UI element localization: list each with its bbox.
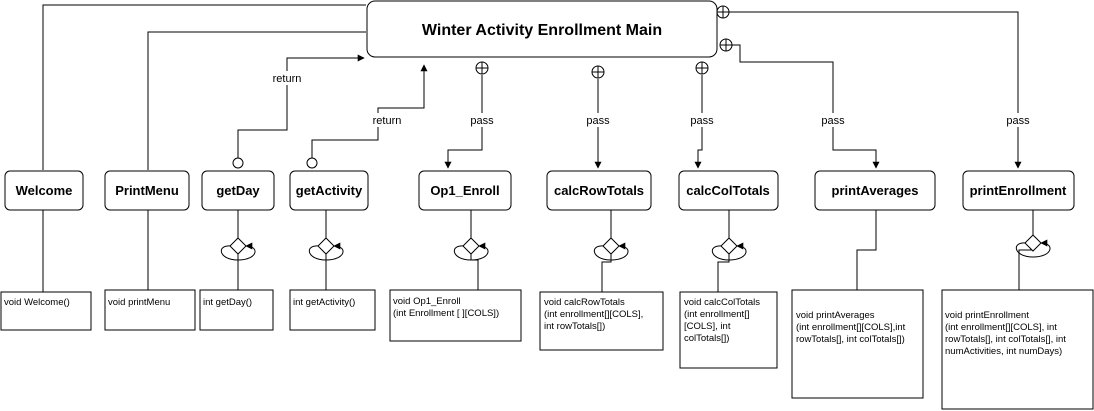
note-print-menu: void printMenu — [104, 289, 196, 331]
module-label: calcColTotals — [686, 183, 770, 198]
crossed-circle-icon — [719, 38, 733, 52]
main-module[interactable]: Winter Activity Enrollment Main — [366, 0, 718, 58]
note-line: colTotals[]) — [684, 333, 729, 344]
note-line: (int enrollment[][COLS], — [544, 309, 643, 320]
svg-text:void printAverages: void printAverages (int enrollment[][COL… — [796, 310, 908, 345]
note-print-enrollment: void printEnrollment (int enrollment[][C… — [941, 289, 1094, 410]
note-line: void calcColTotals — [684, 297, 760, 308]
note-op1-enroll: void Op1_Enroll (int Enrollment [ ][COLS… — [389, 289, 522, 342]
note-get-day: int getDay() — [199, 289, 274, 331]
decision-loop-icon — [594, 237, 629, 261]
data-couple-icon — [306, 157, 318, 169]
module-get-activity[interactable]: getActivity — [289, 170, 369, 211]
note-line: numActivities, int numDays) — [945, 346, 1062, 357]
connector-welcome — [42, 4, 366, 170]
crossed-circle-icon — [695, 61, 709, 75]
connector-op1-enroll-pass — [444, 75, 483, 169]
pass-label: pass — [586, 115, 610, 127]
note-line: rowTotals[], int colTotals[], int — [945, 334, 1066, 345]
connector-print-averages-pass — [726, 44, 880, 169]
note-line: (int enrollment[] — [684, 309, 749, 320]
data-couple-icon — [232, 157, 244, 169]
pass-label: pass — [821, 115, 845, 127]
note-line: (int enrollment[][COLS], int — [945, 322, 1057, 333]
decision-loop-icon — [309, 237, 344, 261]
module-label: Welcome — [16, 183, 73, 198]
note-line: void printMenu — [108, 297, 170, 308]
svg-text:int getDay(): int getDay() — [203, 297, 252, 308]
pass-label: pass — [1006, 115, 1030, 127]
note-calc-row-totals: void calcRowTotals (int enrollment[][COL… — [539, 291, 664, 351]
module-label: getActivity — [296, 183, 363, 198]
note-line: (int Enrollment [ ][COLS]) — [393, 308, 499, 319]
crossed-circle-icon — [591, 65, 605, 79]
note-get-activity: int getActivity() — [289, 289, 376, 331]
connector-calc-row-note — [601, 210, 612, 292]
note-calc-col-totals: void calcColTotals (int enrollment[] [CO… — [679, 291, 778, 369]
decision-loop-icon — [454, 237, 489, 261]
crossed-circle-icon — [716, 5, 730, 19]
connector-get-day-return — [237, 54, 365, 158]
svg-text:void printEnrollment: void printEnrollment (int enrollment[][C… — [945, 310, 1069, 357]
decision-loop-icon — [712, 237, 747, 261]
note-print-averages: void printAverages (int enrollment[][COL… — [791, 289, 924, 399]
connector-print-averages-note — [856, 210, 877, 290]
note-line: (int enrollment[][COLS],int — [796, 322, 906, 333]
module-print-menu[interactable]: PrintMenu — [104, 170, 190, 211]
return-label: return — [373, 115, 402, 127]
note-line: void calcRowTotals — [544, 297, 625, 308]
main-title: Winter Activity Enrollment Main — [422, 22, 662, 39]
connector-print-menu — [147, 31, 366, 170]
module-label: PrintMenu — [115, 183, 179, 198]
svg-text:void Welcome(): void Welcome() — [4, 297, 70, 308]
svg-text:void calcColTotals (int: void calcColTotals (int enrollment[] [CO… — [684, 297, 763, 344]
module-calc-row-totals[interactable]: calcRowTotals — [546, 170, 652, 211]
connector-print-enrollment-pass — [729, 11, 1022, 169]
connector-print-enrollment-note — [1018, 210, 1034, 290]
note-line: [COLS], int — [684, 321, 731, 332]
crossed-circle-markers — [475, 5, 733, 79]
module-label: printAverages — [832, 183, 919, 198]
note-line: int getActivity() — [293, 297, 355, 308]
connector-calc-col-note — [717, 210, 730, 292]
module-label: printEnrollment — [970, 183, 1067, 198]
module-label: Op1_Enroll — [430, 183, 499, 198]
note-line: void printEnrollment — [945, 310, 1029, 321]
note-line: void printAverages — [796, 310, 875, 321]
module-label: getDay — [216, 183, 260, 198]
crossed-circle-icon — [475, 61, 489, 75]
decision-loop-icon — [221, 237, 256, 261]
return-label: return — [273, 73, 302, 85]
note-line: rowTotals[], int colTotals[]) — [796, 334, 905, 345]
note-line: int rowTotals[]) — [544, 321, 605, 332]
module-get-day[interactable]: getDay — [201, 170, 275, 211]
pass-label: pass — [470, 115, 494, 127]
connector-calc-col-pass — [694, 75, 703, 169]
module-print-enrollment[interactable]: printEnrollment — [962, 170, 1075, 211]
svg-text:int getActivity(): int getActivity() — [293, 297, 355, 308]
connector-get-activity-return — [311, 64, 428, 158]
note-line: void Welcome() — [4, 297, 70, 308]
note-line: void Op1_Enroll — [393, 296, 461, 307]
module-label: calcRowTotals — [554, 183, 644, 198]
decision-loop-icon — [1016, 234, 1051, 258]
module-print-averages[interactable]: printAverages — [814, 170, 936, 211]
module-welcome[interactable]: Welcome — [4, 170, 84, 211]
svg-text:void calcRowTotals (int: void calcRowTotals (int enrollment[][COL… — [544, 297, 646, 332]
pass-label: pass — [690, 115, 714, 127]
edge-labels: return return pass pass pass pass pass — [268, 71, 1032, 127]
svg-text:void Op1_Enroll (int Enr: void Op1_Enroll (int Enrollment [ ][COLS… — [393, 296, 499, 319]
module-calc-col-totals[interactable]: calcColTotals — [678, 170, 779, 211]
svg-text:void printMenu: void printMenu — [108, 297, 170, 308]
note-line: int getDay() — [203, 297, 252, 308]
module-op1-enroll[interactable]: Op1_Enroll — [418, 170, 512, 211]
decision-markers — [221, 234, 1051, 261]
note-welcome: void Welcome() — [0, 291, 92, 331]
